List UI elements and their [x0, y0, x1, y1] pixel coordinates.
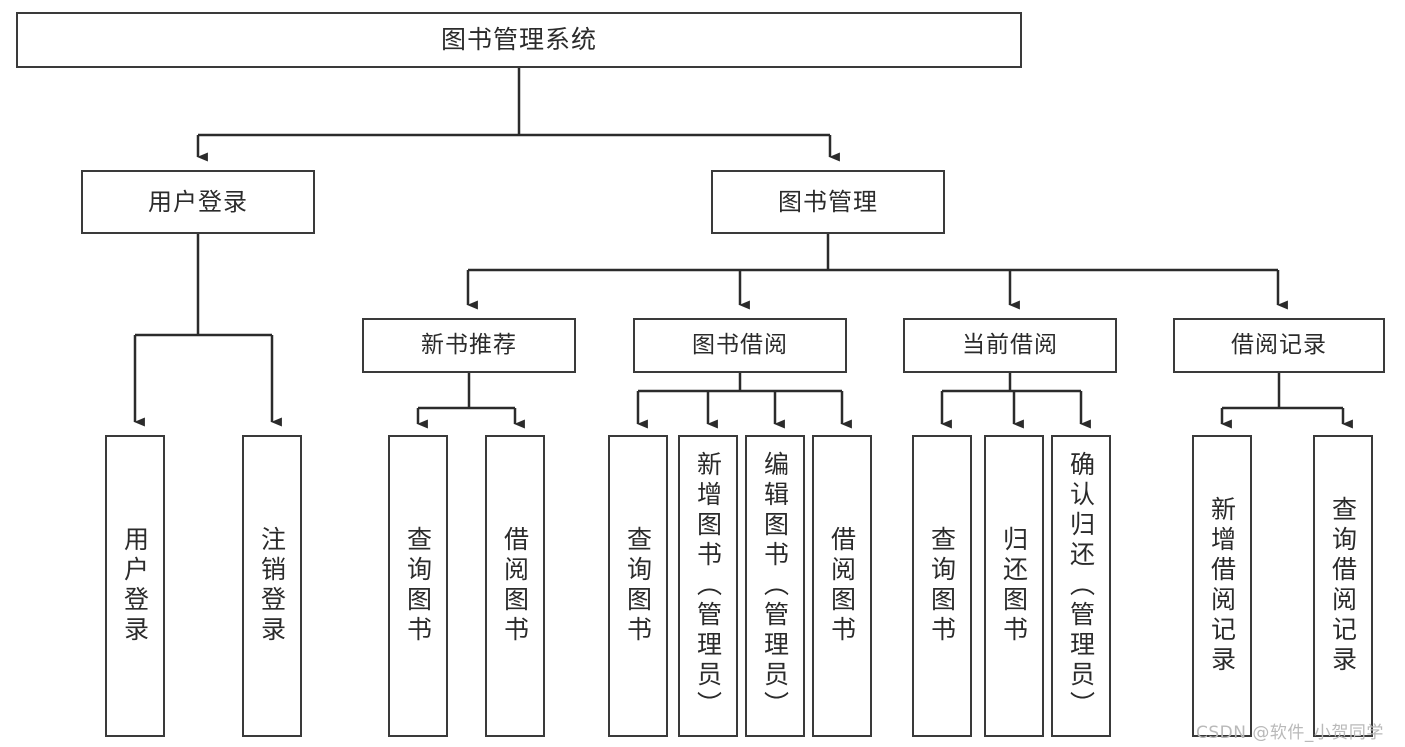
node-leaf-user-login-label: 用户登录: [120, 526, 150, 646]
node-leaf-query-book-3-label: 查询图书: [927, 526, 957, 646]
node-leaf-query-record-label: 查询借阅记录: [1328, 496, 1358, 676]
node-leaf-add-record-label: 新增借阅记录: [1207, 496, 1237, 676]
node-leaf-confirm-return-label: 确认归还（管理员）: [1066, 451, 1096, 721]
node-borrow-record-label: 借阅记录: [1231, 332, 1327, 359]
node-book-manage-label: 图书管理: [778, 188, 878, 216]
csdn-watermark: CSDN @软件_小贺同学: [1196, 723, 1384, 743]
node-leaf-query-record[interactable]: 查询借阅记录: [1313, 435, 1373, 737]
node-current-borrow-label: 当前借阅: [962, 332, 1058, 359]
node-book-borrow[interactable]: 图书借阅: [633, 318, 847, 373]
node-leaf-return-book[interactable]: 归还图书: [984, 435, 1044, 737]
node-leaf-add-record[interactable]: 新增借阅记录: [1192, 435, 1252, 737]
node-book-manage[interactable]: 图书管理: [711, 170, 945, 234]
node-root-label: 图书管理系统: [440, 25, 597, 55]
node-leaf-logout[interactable]: 注销登录: [242, 435, 302, 737]
node-leaf-borrow-book-2-label: 借阅图书: [827, 526, 857, 646]
node-leaf-confirm-return[interactable]: 确认归还（管理员）: [1051, 435, 1111, 737]
node-leaf-borrow-book-1[interactable]: 借阅图书: [485, 435, 545, 737]
node-leaf-borrow-book-1-label: 借阅图书: [500, 526, 530, 646]
node-new-book-rec[interactable]: 新书推荐: [362, 318, 576, 373]
node-root[interactable]: 图书管理系统: [16, 12, 1022, 68]
node-user-login[interactable]: 用户登录: [81, 170, 315, 234]
node-leaf-add-book[interactable]: 新增图书（管理员）: [678, 435, 738, 737]
node-borrow-record[interactable]: 借阅记录: [1173, 318, 1385, 373]
node-leaf-edit-book-label: 编辑图书（管理员）: [760, 451, 790, 721]
node-leaf-return-book-label: 归还图书: [999, 526, 1029, 646]
node-leaf-query-book-3[interactable]: 查询图书: [912, 435, 972, 737]
node-leaf-query-book-2-label: 查询图书: [623, 526, 653, 646]
node-new-book-rec-label: 新书推荐: [421, 332, 517, 359]
node-leaf-query-book-2[interactable]: 查询图书: [608, 435, 668, 737]
node-leaf-logout-label: 注销登录: [257, 526, 287, 646]
node-user-login-label: 用户登录: [148, 188, 248, 216]
node-leaf-borrow-book-2[interactable]: 借阅图书: [812, 435, 872, 737]
node-leaf-edit-book[interactable]: 编辑图书（管理员）: [745, 435, 805, 737]
node-leaf-query-book-1-label: 查询图书: [403, 526, 433, 646]
node-book-borrow-label: 图书借阅: [692, 332, 788, 359]
node-leaf-add-book-label: 新增图书（管理员）: [693, 451, 723, 721]
node-leaf-query-book-1[interactable]: 查询图书: [388, 435, 448, 737]
node-current-borrow[interactable]: 当前借阅: [903, 318, 1117, 373]
node-leaf-user-login[interactable]: 用户登录: [105, 435, 165, 737]
